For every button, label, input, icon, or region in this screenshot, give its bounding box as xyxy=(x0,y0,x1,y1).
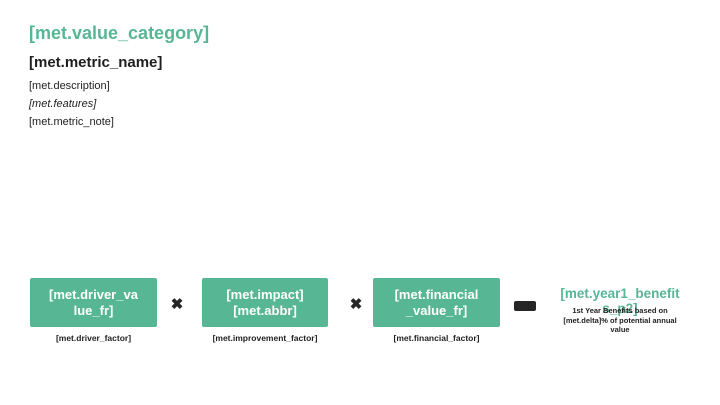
metric-features: [met.features] xyxy=(29,98,97,110)
multiply-icon: ✖ xyxy=(170,296,184,313)
financial-value-line2: _value_fr] xyxy=(405,302,468,318)
year1-benefits-line1: [met.year1_benefit xyxy=(560,286,680,301)
financial-value-box: [met.financial _value_fr] xyxy=(373,278,500,327)
year1-benefits-line2: s_p2] xyxy=(602,301,638,316)
driver-value-line2: lue_fr] xyxy=(73,302,114,318)
impact-line1: [met.impact] xyxy=(226,286,304,302)
metric-description: [met.description] xyxy=(29,80,110,92)
value-category-title: [met.value_category] xyxy=(29,23,210,43)
financial-value-line1: [met.financial xyxy=(394,286,479,302)
equals-sign xyxy=(514,301,536,311)
improvement-factor-label: [met.improvement_factor] xyxy=(212,333,318,343)
benefits-note: 1st Year Benefits based on [met.delta]% … xyxy=(543,306,697,335)
impact-line2: [met.abbr] xyxy=(233,302,297,318)
driver-value-line1: [met.driver_va xyxy=(49,286,138,302)
driver-value-box: [met.driver_va lue_fr] xyxy=(30,278,157,327)
benefits-note-line1: 1st Year Benefits based on xyxy=(572,306,668,315)
financial-factor-label: [met.financial_factor] xyxy=(393,333,480,343)
multiply-icon: ✖ xyxy=(349,296,363,313)
driver-factor-label: [met.driver_factor] xyxy=(55,333,132,343)
year1-benefits-value: [met.year1_benefit s_p2] xyxy=(543,286,697,316)
benefits-note-line3: value xyxy=(610,325,630,334)
benefits-note-line2: [met.delta]% of potential annual xyxy=(563,315,677,325)
impact-box: [met.impact] [met.abbr] xyxy=(202,278,328,327)
metric-name: [met.metric_name] xyxy=(29,54,163,71)
metric-note: [met.metric_note] xyxy=(29,116,114,128)
